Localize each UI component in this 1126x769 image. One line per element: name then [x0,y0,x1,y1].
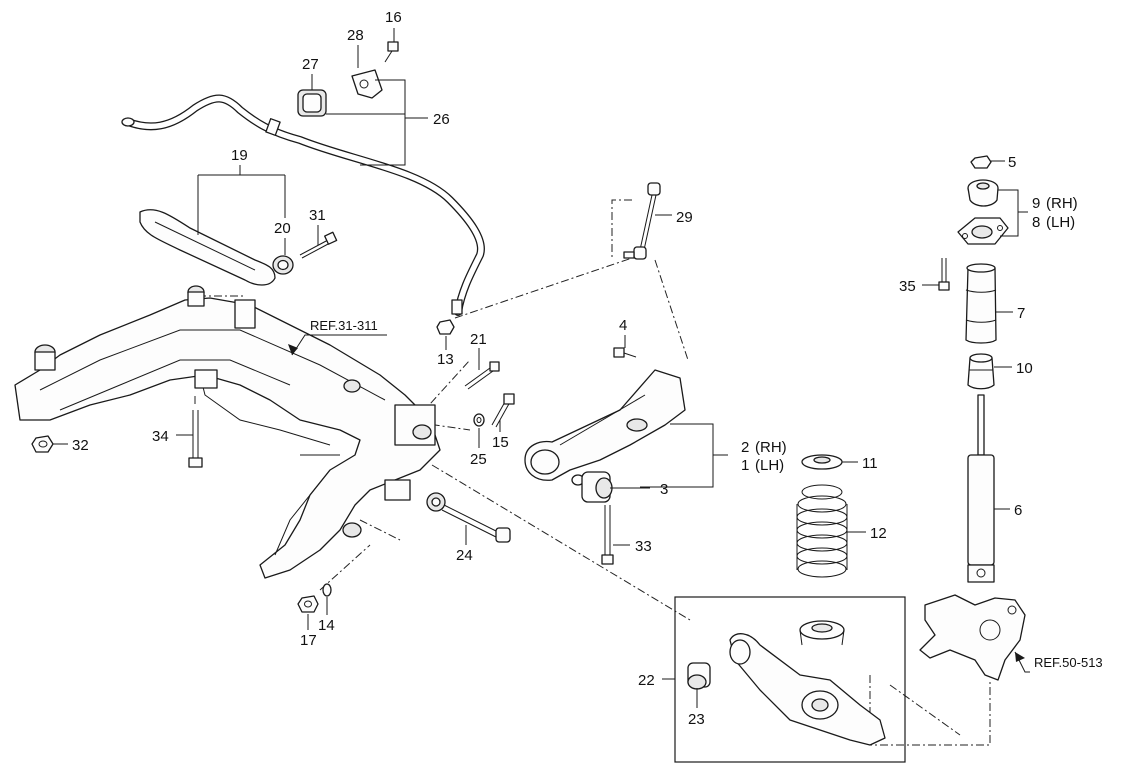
dust-cover [965,263,997,344]
label-5: 5 [1008,154,1016,171]
label-27: 27 [302,56,319,73]
strut-upper-mount [957,179,1009,245]
subframe-bolt-21 [464,361,500,390]
label-16: 16 [385,9,402,26]
bolt-15 [491,393,515,428]
stabilizer-link [623,182,661,260]
trailing-arm-bushing [571,471,613,503]
label-21: 21 [470,331,487,348]
leader-lines [53,28,1030,708]
stabilizer-bracket [351,69,383,99]
label-8: 8 [1032,214,1040,231]
label-22: 22 [638,672,655,689]
arm-bolt-4 [613,347,637,358]
label-11: 11 [862,455,878,472]
upper-arm-bolt [299,231,338,259]
label-20: 20 [274,220,291,237]
strut-nut-5 [970,155,992,169]
label-13: 13 [437,351,454,368]
label-7: 7 [1017,305,1025,322]
label-1-lh: (LH) [755,457,784,474]
washer-25 [473,413,485,427]
lateral-link [426,492,511,543]
label-28: 28 [347,27,364,44]
part-number-labels: 16 28 27 26 19 20 31 29 5 9 (RH) 8 (LH) … [72,9,1103,728]
label-25: 25 [470,451,487,468]
label-32: 32 [72,437,89,454]
label-33: 33 [635,538,652,555]
label-17: 17 [300,632,317,649]
stabilizer-bar [121,94,485,316]
ref-arrow-icon [288,344,298,355]
washer-14 [322,583,332,597]
label-9: 9 [1032,195,1040,212]
nut-17 [297,595,319,613]
label-29: 29 [676,209,693,226]
label-2-rh: (RH) [755,439,787,456]
trailing-arm [524,369,686,481]
stabilizer-bushing [297,89,327,117]
shock-absorber [967,394,995,583]
label-26: 26 [433,111,450,128]
label-31: 31 [309,207,326,224]
coil-spring [796,484,848,578]
subframe-bolt-34 [188,410,203,468]
label-14: 14 [318,617,335,634]
label-34: 34 [152,428,169,445]
label-3: 3 [660,481,668,498]
bump-stopper [967,353,995,390]
ref-label-subframe: REF.31-311 [310,318,378,333]
label-9-rh: (RH) [1046,195,1078,212]
label-35: 35 [899,278,916,295]
lower-spring-pad [799,620,845,646]
link-nut-13 [436,319,455,335]
ref-arrow-icon [1015,652,1025,662]
label-4: 4 [619,317,627,334]
label-24: 24 [456,547,473,564]
lower-arm-bushing [687,662,711,690]
bushing-bolt-33 [601,505,614,565]
subframe-nut-32 [31,435,54,453]
upper-arm-assembly [139,209,294,286]
bracket-bolt [384,41,399,63]
label-15: 15 [492,434,509,451]
mount-bolt-35 [938,258,950,291]
label-6: 6 [1014,502,1022,519]
lower-arm [729,633,886,746]
label-1: 1 [741,457,749,474]
ref-label-knuckle: REF.50-513 [1034,655,1103,670]
label-23: 23 [688,711,705,728]
label-10: 10 [1016,360,1033,377]
rear-subframe [14,285,441,579]
label-12: 12 [870,525,887,542]
label-2: 2 [741,439,749,456]
label-19: 19 [231,147,248,164]
rear-knuckle [919,594,1026,681]
label-8-lh: (LH) [1046,214,1075,231]
spring-upper-pad [801,454,843,470]
